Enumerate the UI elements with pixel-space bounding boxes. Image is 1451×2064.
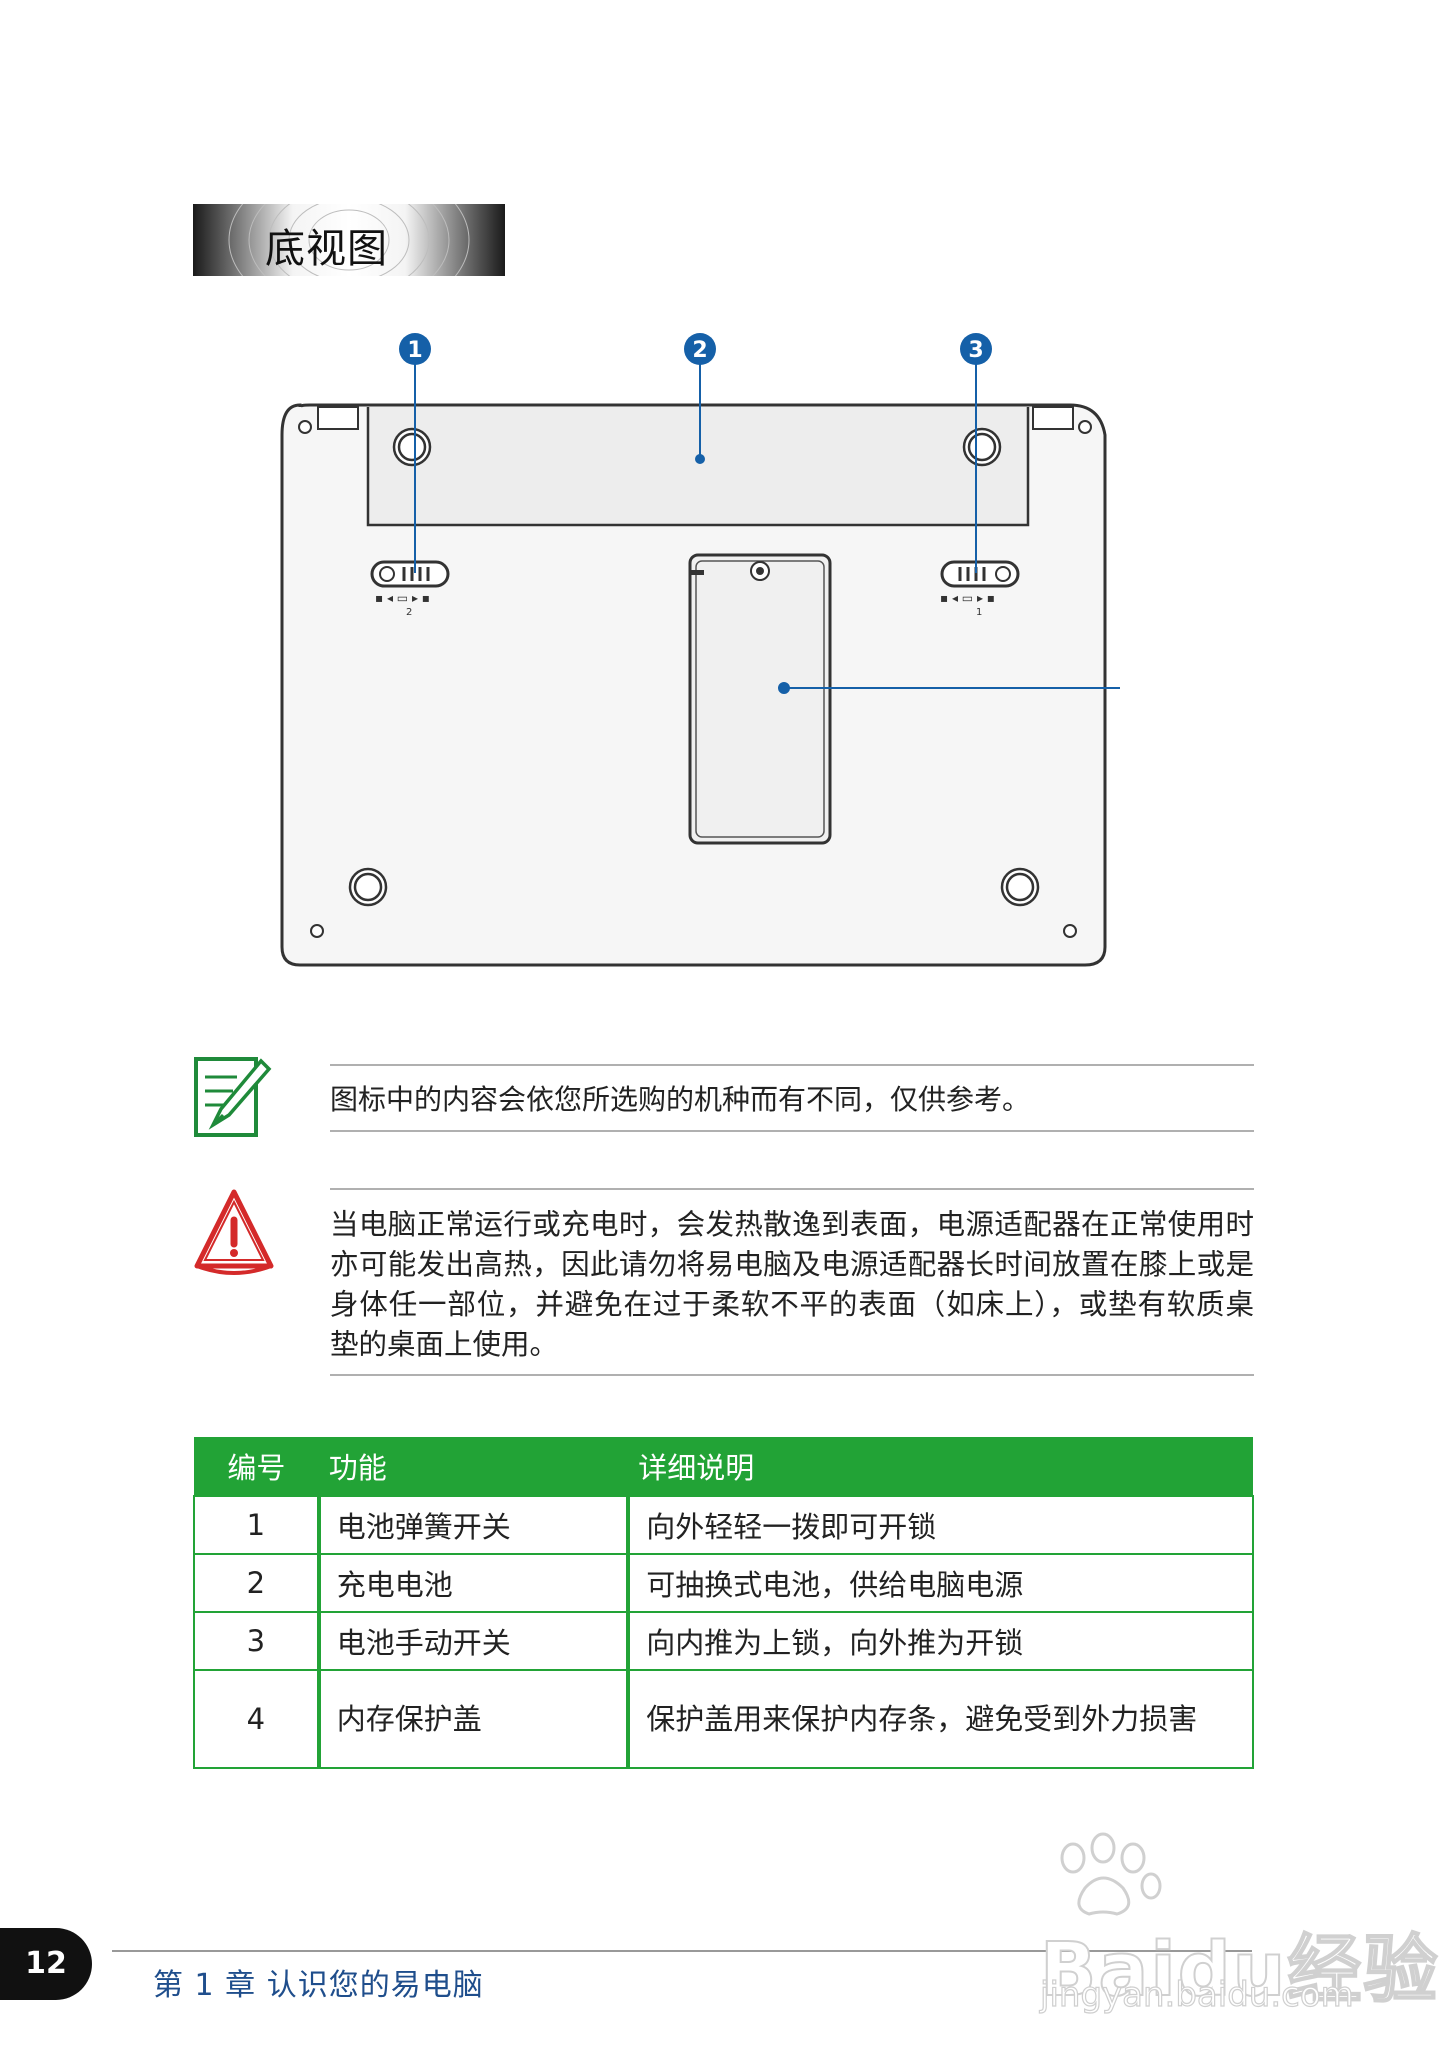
battery-outline <box>366 407 1030 527</box>
screw-top-right <box>1078 420 1092 434</box>
row-function: 充电电池 <box>316 1553 630 1613</box>
hinge-tab-left <box>317 406 359 430</box>
row-function: 内存保护盖 <box>316 1669 630 1769</box>
row-description: 向外轻轻一拨即可开锁 <box>626 1495 1254 1555</box>
baidu-paw-icon <box>1060 1832 1162 1916</box>
note-text: 图标中的内容会依您所选购的机种而有不同，仅供参考。 <box>330 1083 1031 1116</box>
memory-cover <box>688 553 832 845</box>
row-number: 3 <box>193 1611 320 1671</box>
title-ripple-decoration <box>228 204 470 276</box>
table-row: 2 充电电池 可抽换式电池，供给电脑电源 <box>193 1553 1254 1613</box>
chapter-title: 第 1 章 认识您的易电脑 <box>153 1968 484 2003</box>
callout-1: 1 <box>399 333 431 365</box>
latch-left-number: 2 <box>406 607 412 618</box>
footer-rule <box>112 1950 1252 1952</box>
bottom-view-diagram: ▪ ◂ ▭ ▸ ▪ 2 ▪ ◂ ▭ ▸ ▪ 1 1 2 3 <box>280 333 1120 967</box>
table-header-row: 编号 功能 详细说明 <box>194 1437 1253 1496</box>
hinge-tab-right <box>1032 406 1074 430</box>
warning-top-rule <box>330 1188 1254 1190</box>
warning-triangle-icon <box>194 1189 274 1275</box>
row-description: 保护盖用来保护内存条，避免受到外力损害 <box>626 1669 1254 1769</box>
row-description: 向内推为上锁，向外推为开锁 <box>626 1611 1254 1671</box>
warning-text: 当电脑正常运行或充电时，会发热散逸到表面，电源适配器在正常使用时亦可能发出高热，… <box>330 1208 1254 1361</box>
svg-text:▪ ◂ ▭ ▸ ▪: ▪ ◂ ▭ ▸ ▪ <box>940 591 995 605</box>
header-function: 功能 <box>318 1437 629 1496</box>
note-top-rule <box>330 1064 1254 1066</box>
watermark-brand: Baidu经验 <box>1039 1926 1440 2014</box>
battery-latch-left: ▪ ◂ ▭ ▸ ▪ 2 <box>370 560 450 618</box>
page-number: 12 <box>0 1928 92 2000</box>
screw-bottom-left <box>310 924 324 938</box>
header-description: 详细说明 <box>628 1437 1253 1496</box>
svg-text:2: 2 <box>692 338 707 363</box>
svg-text:1: 1 <box>407 338 422 363</box>
table-row: 3 电池手动开关 向内推为上锁，向外推为开锁 <box>193 1611 1254 1671</box>
svg-text:▪ ◂ ▭ ▸ ▪: ▪ ◂ ▭ ▸ ▪ <box>375 591 430 605</box>
screw-bottom-right <box>1063 924 1077 938</box>
svg-text:3: 3 <box>968 338 983 363</box>
row-description: 可抽换式电池，供给电脑电源 <box>626 1553 1254 1613</box>
latch-right-number: 1 <box>976 607 982 618</box>
callout-2: 2 <box>684 333 716 365</box>
row-function: 电池弹簧开关 <box>316 1495 630 1555</box>
bottom-view-table: 编号 功能 详细说明 1 电池弹簧开关 向外轻轻一拨即可开锁 2 充电电池 可抽… <box>193 1437 1254 1769</box>
row-number: 2 <box>193 1553 320 1613</box>
row-number: 1 <box>193 1495 320 1555</box>
note-pencil-icon <box>194 1057 272 1137</box>
section-title-bar: 底视图 <box>193 204 505 276</box>
table-row: 4 内存保护盖 保护盖用来保护内存条，避免受到外力损害 <box>193 1669 1254 1769</box>
table-row: 1 电池弹簧开关 向外轻轻一拨即可开锁 <box>193 1495 1254 1555</box>
watermark-url: jingyan.baidu.com <box>1039 1974 1354 2015</box>
row-number: 4 <box>193 1669 320 1769</box>
header-number: 编号 <box>194 1437 319 1496</box>
screw-top-left <box>298 420 312 434</box>
row-function: 电池手动开关 <box>316 1611 630 1671</box>
callout-3: 3 <box>960 333 992 365</box>
warning-bottom-rule <box>330 1374 1254 1376</box>
section-title: 底视图 <box>265 226 388 272</box>
note-bottom-rule <box>330 1130 1254 1132</box>
